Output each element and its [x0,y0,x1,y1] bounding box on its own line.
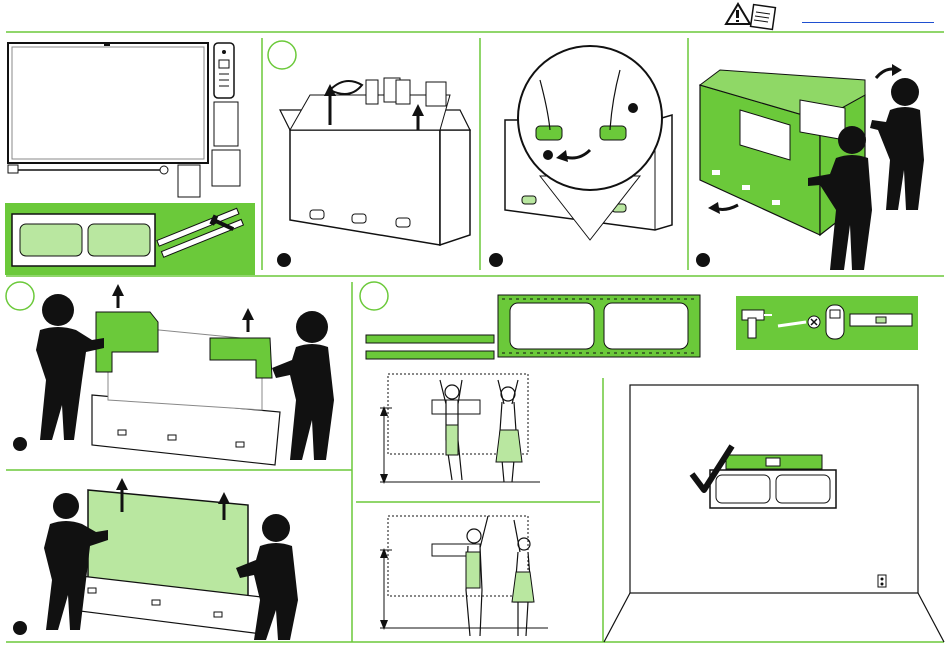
level-icon [726,455,822,469]
power-cord [8,165,168,174]
panel-mounting [356,282,944,642]
tools-box [736,296,918,350]
level-icon [850,314,912,326]
panel-handles [480,38,672,270]
remote-control [214,43,234,98]
stud-finder-icon [826,305,844,339]
panel-contents [5,43,255,275]
room-view [604,385,944,642]
warning-manual-icon [726,4,775,29]
panel-open-box [262,38,470,270]
panel-lift-tv [13,478,298,640]
panel-lift-box [688,38,924,270]
box [280,95,470,245]
bracket-kit [5,203,255,275]
header-link[interactable] [802,10,934,23]
mounting-rails [366,335,494,359]
wall-mount-bracket [498,295,700,357]
